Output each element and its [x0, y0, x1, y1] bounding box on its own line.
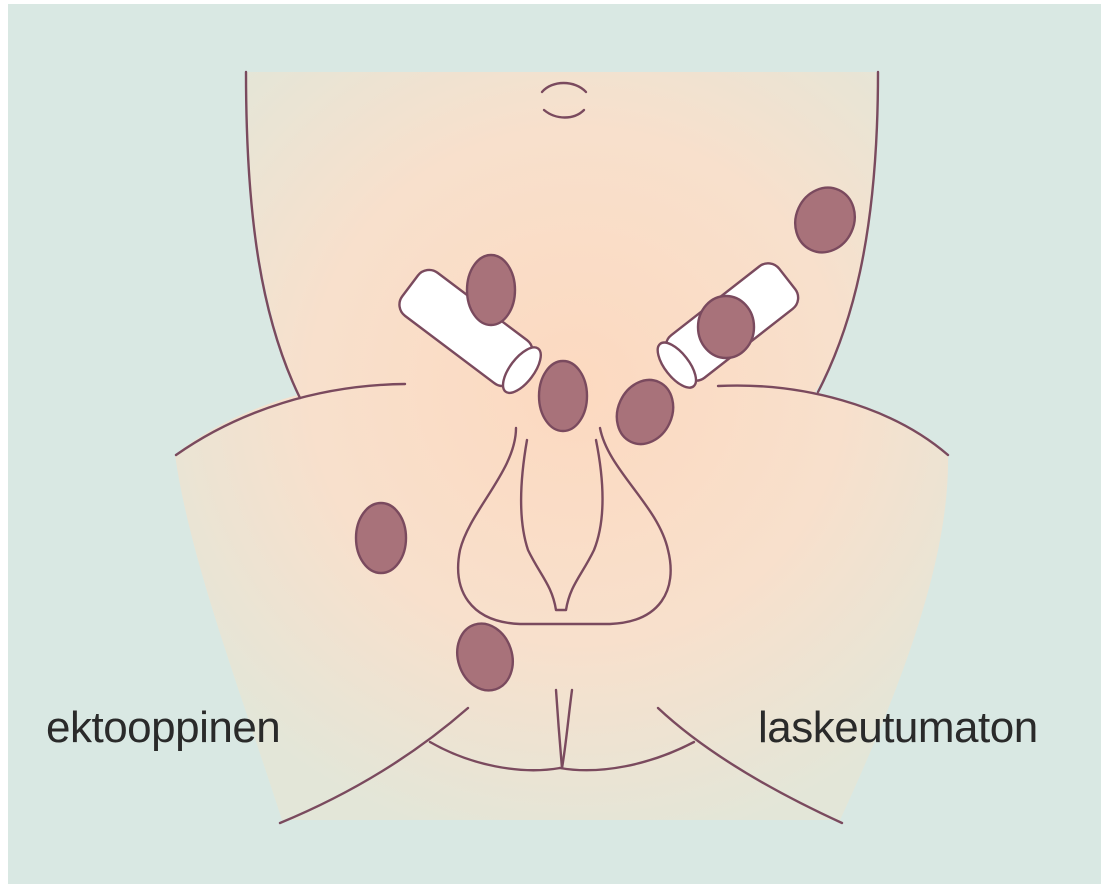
testis-marker-pubic [539, 361, 587, 431]
label-undescended: laskeutumaton [758, 706, 1038, 750]
testis-marker-right-canal [698, 296, 754, 358]
testis-marker-left-canal [467, 255, 515, 325]
label-ectopic: ektooppinen [46, 706, 280, 750]
testis-marker-left-thigh [356, 503, 406, 573]
